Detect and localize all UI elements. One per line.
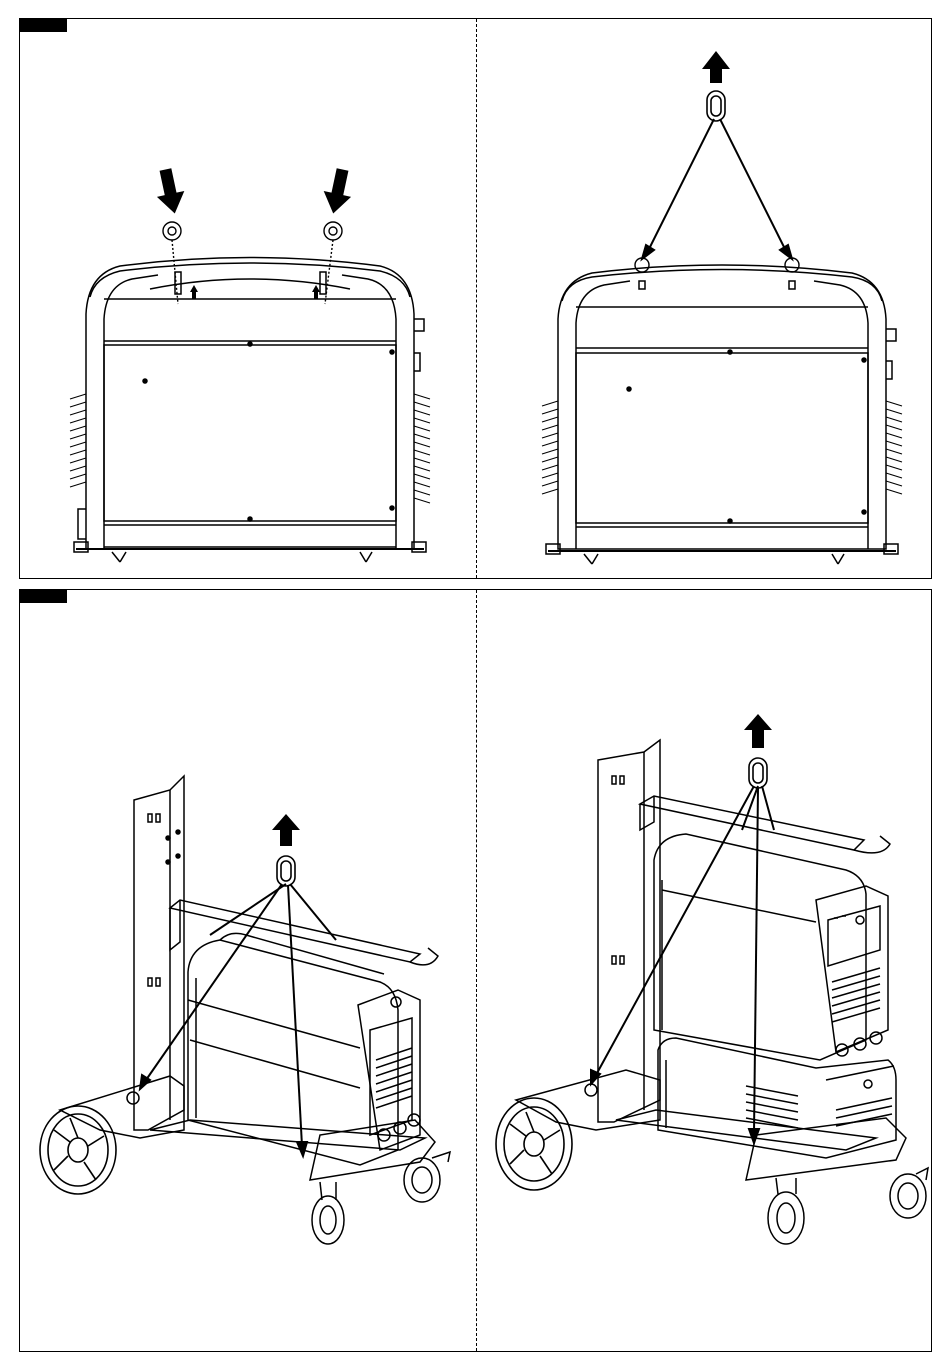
sling-icon xyxy=(591,786,774,1143)
cooling-fins-left xyxy=(542,401,558,494)
step-lift-dual-unit-on-trolley xyxy=(476,590,933,1353)
up-arrow-icon xyxy=(744,714,772,748)
step-lift-unit xyxy=(476,19,933,580)
caster-icon xyxy=(890,1168,928,1218)
welding-machine-on-trolley xyxy=(654,834,888,1060)
lifting-ring-icon xyxy=(277,856,295,886)
lifting-ring-icon xyxy=(749,758,767,788)
caster-icon xyxy=(312,1182,344,1244)
panel-bottom xyxy=(19,589,932,1352)
down-arrow-icon xyxy=(152,167,189,217)
step-lift-unit-on-trolley xyxy=(20,590,476,1353)
cooling-fins-right xyxy=(886,401,902,494)
up-arrow-icon xyxy=(272,814,300,846)
cooling-fins-left xyxy=(70,394,86,487)
wheel-icon xyxy=(496,1098,572,1190)
trolley-frame xyxy=(60,776,438,1180)
step-install-eyebolts xyxy=(20,19,476,580)
up-arrow-icon xyxy=(312,285,320,299)
panel-top xyxy=(19,18,932,579)
cooling-fins-right xyxy=(414,394,430,503)
up-arrow-icon xyxy=(702,51,730,83)
up-arrow-icon xyxy=(190,285,198,299)
eye-bolt-icon xyxy=(163,222,181,304)
sling-icon xyxy=(642,119,792,259)
caster-icon xyxy=(404,1152,450,1202)
cooling-unit xyxy=(658,1038,896,1158)
down-arrow-icon xyxy=(320,167,357,217)
caster-icon xyxy=(768,1178,804,1244)
welding-machine-side-view xyxy=(546,265,898,564)
lifting-ring-icon xyxy=(707,91,725,121)
welding-machine-side-view xyxy=(74,258,426,563)
